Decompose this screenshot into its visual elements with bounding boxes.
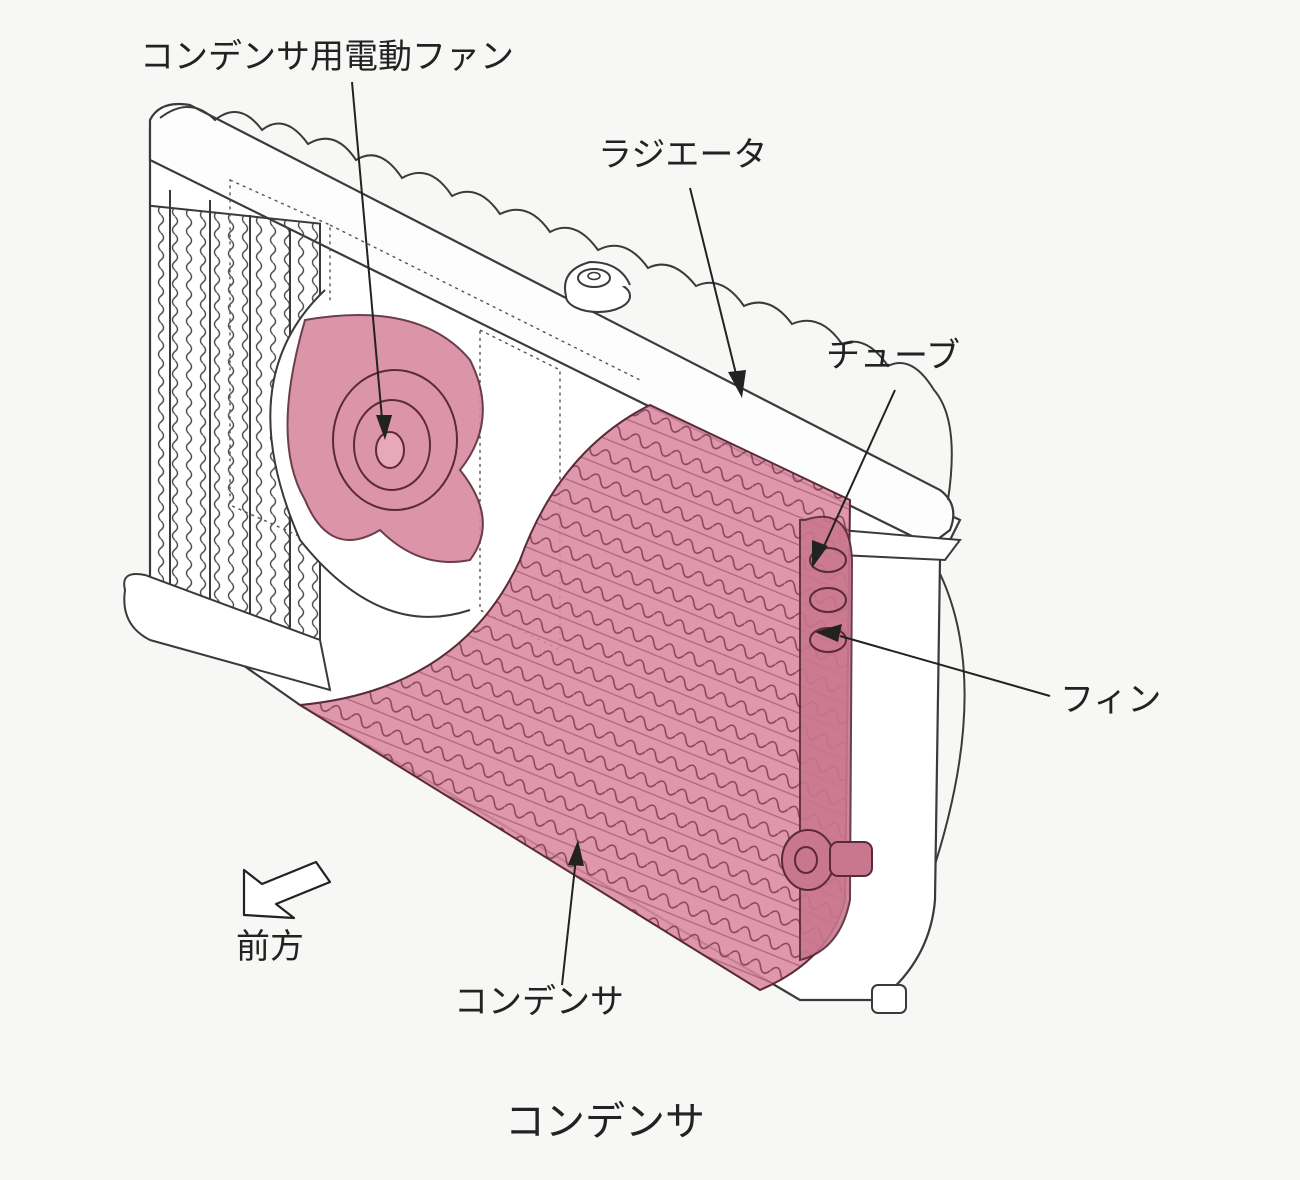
label-condenser-fan: コンデンサ用電動ファン (140, 37, 514, 77)
front-arrow-icon (242, 860, 332, 920)
label-fin: フィン (1060, 680, 1162, 720)
label-condenser: コンデンサ (454, 982, 624, 1022)
leader-lines (351, 81, 1051, 986)
radiator-cap (564, 260, 631, 313)
label-tube: チューブ (826, 336, 960, 376)
figure-caption: コンデンサ (505, 1099, 705, 1145)
label-radiator: ラジエータ (598, 135, 768, 175)
label-front: 前方 (236, 927, 304, 967)
condenser (296, 403, 873, 992)
